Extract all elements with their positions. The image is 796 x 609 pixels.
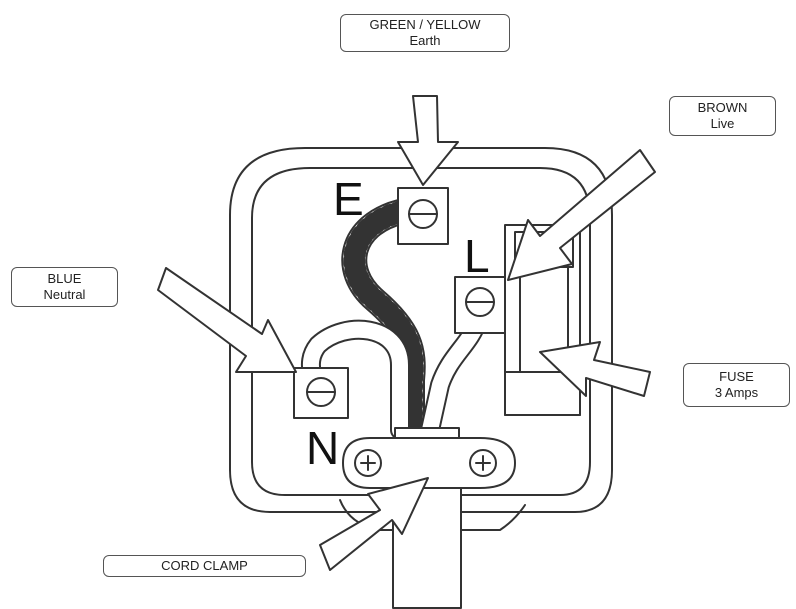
neutral-label-line1: BLUE (47, 271, 82, 286)
neutral-label: BLUE Neutral (11, 267, 118, 307)
earth-wire (341, 199, 426, 443)
live-label: BROWN Live (669, 96, 776, 136)
neutral-label-line2: Neutral (43, 287, 86, 302)
neutral-terminal-letter: N (306, 422, 340, 474)
neutral-arrow (157, 267, 297, 373)
live-label-line2: Live (710, 116, 735, 131)
neutral-terminal (293, 367, 349, 419)
live-terminal-letter: L (464, 230, 490, 282)
cord-clamp-arrow (319, 477, 429, 571)
live-wire (420, 310, 488, 440)
fuse-label-line1: FUSE (719, 369, 754, 384)
live-label-line1: BROWN (697, 100, 748, 115)
earth-label-line2: Earth (409, 33, 441, 48)
fuse-arrow (539, 341, 651, 397)
plug-body-inner (251, 167, 591, 496)
earth-terminal (397, 187, 449, 245)
cord-clamp-label: CORD CLAMP (103, 555, 306, 577)
neutral-wire (300, 319, 410, 440)
cord-clamp (342, 437, 516, 489)
earth-arrow (397, 95, 459, 186)
live-arrow (507, 149, 656, 281)
earth-label-line1: GREEN / YELLOW (369, 17, 481, 32)
fuse-label-line2: 3 Amps (714, 385, 759, 400)
earth-terminal-letter: E (333, 173, 364, 225)
cord-clamp-label-line1: CORD CLAMP (161, 558, 248, 573)
live-terminal (454, 276, 506, 334)
fuse-label: FUSE 3 Amps (683, 363, 790, 407)
earth-label: GREEN / YELLOW Earth (340, 14, 510, 52)
